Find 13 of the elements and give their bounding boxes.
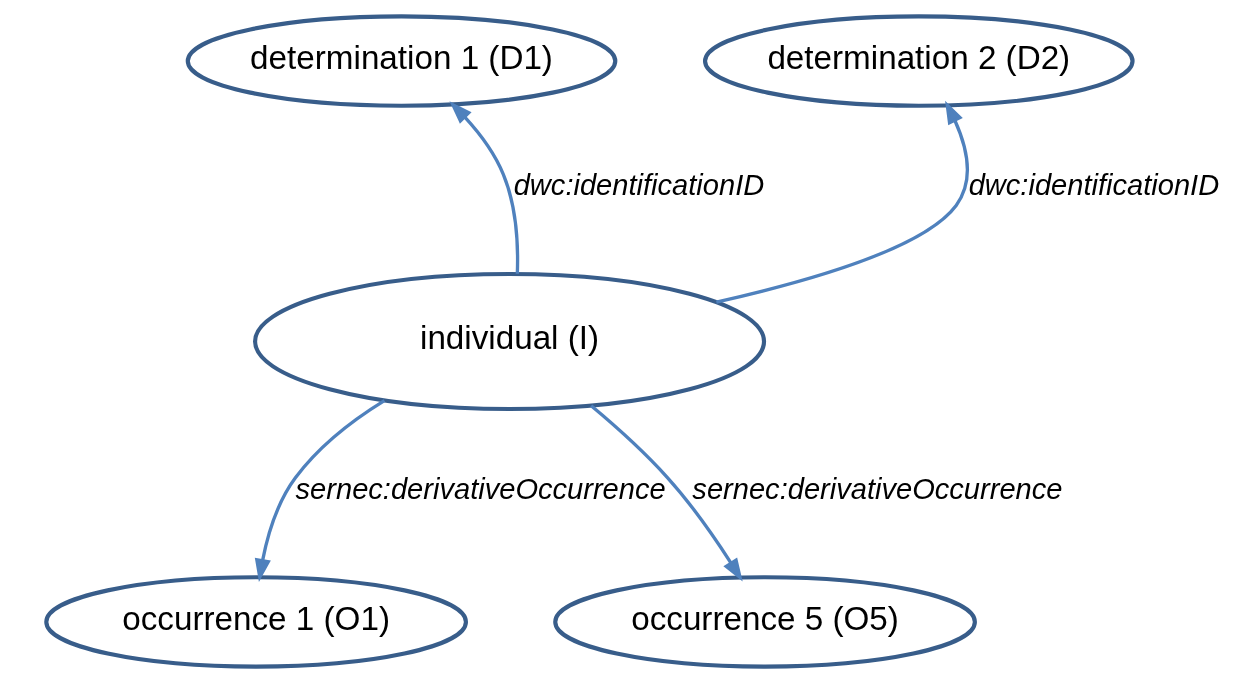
edge-label: sernec:derivativeOccurrence	[692, 472, 1063, 505]
arrow	[590, 404, 743, 582]
edge-label: dwc:identificationID	[513, 169, 765, 202]
node-ellipse: individual (I)	[253, 271, 767, 412]
edge-label: dwc:identificationID	[968, 169, 1220, 202]
arrow	[716, 100, 969, 304]
node-ellipse: determination 2 (D2)	[702, 14, 1135, 108]
node-ellipse: determination 1 (D1)	[185, 14, 618, 108]
node-ellipse: occurrence 5 (O5)	[553, 575, 977, 669]
arrow	[449, 101, 520, 274]
node-ellipse: occurrence 1 (O1)	[44, 575, 468, 669]
arrow	[254, 399, 386, 582]
edge-label: sernec:derivativeOccurrence	[295, 472, 666, 505]
